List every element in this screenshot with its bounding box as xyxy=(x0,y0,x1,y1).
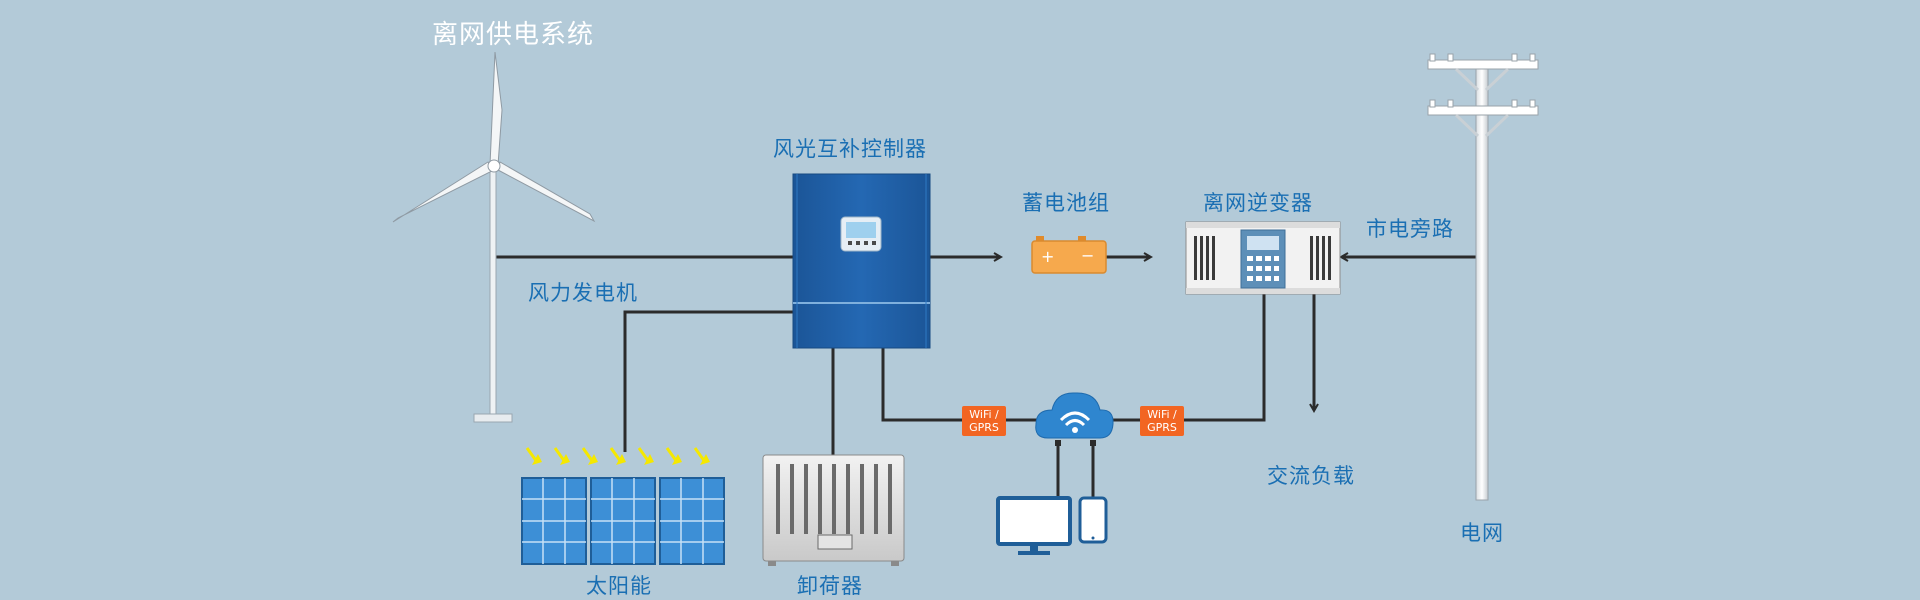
solar-panel-3 xyxy=(659,477,725,565)
wind-turbine xyxy=(392,51,596,423)
battery-plus-sign: + xyxy=(1041,247,1054,266)
turbine-blade-left xyxy=(392,161,495,223)
wire-monitor-inverter xyxy=(1184,294,1266,422)
utility-pole xyxy=(1427,53,1539,501)
solar-panels xyxy=(521,477,725,565)
turbine-hub xyxy=(487,159,501,173)
turbine-blade-right xyxy=(497,161,596,223)
wire-solar-controller xyxy=(623,310,793,452)
inverter xyxy=(1185,221,1341,295)
controller-cabinet xyxy=(792,173,931,349)
label-bypass: 市电旁路 xyxy=(1366,217,1454,241)
dump-load xyxy=(762,454,905,566)
label-inverter: 离网逆变器 xyxy=(1203,191,1313,215)
diagram-title: 离网供电系统 xyxy=(432,20,595,50)
wire-controller-monitor xyxy=(881,348,962,422)
label-dump-load: 卸荷器 xyxy=(797,574,863,598)
cloud-wifi xyxy=(1035,392,1114,446)
solar-sun-arrows xyxy=(525,447,710,465)
wifi-gprs-tag-right: WiFi / GPRS xyxy=(1140,406,1184,436)
solar-panel-2 xyxy=(590,477,656,565)
wifi-gprs-tag-left: WiFi / GPRS xyxy=(962,406,1006,436)
label-controller: 风光互补控制器 xyxy=(773,137,927,161)
monitor-icon xyxy=(996,496,1072,555)
label-grid: 电网 xyxy=(1460,521,1504,545)
label-wind-turbine: 风力发电机 xyxy=(528,281,638,305)
phone-icon xyxy=(1078,496,1108,544)
solar-panel-1 xyxy=(521,477,587,565)
turbine-base xyxy=(473,413,513,423)
wires xyxy=(493,257,1478,498)
label-ac-load: 交流负载 xyxy=(1267,464,1355,488)
turbine-tower xyxy=(489,167,497,417)
label-solar: 太阳能 xyxy=(586,574,652,598)
label-battery: 蓄电池组 xyxy=(1022,191,1110,215)
turbine-blade-top xyxy=(489,51,503,166)
battery-minus-sign: − xyxy=(1081,246,1094,265)
battery: + − xyxy=(1031,236,1107,274)
